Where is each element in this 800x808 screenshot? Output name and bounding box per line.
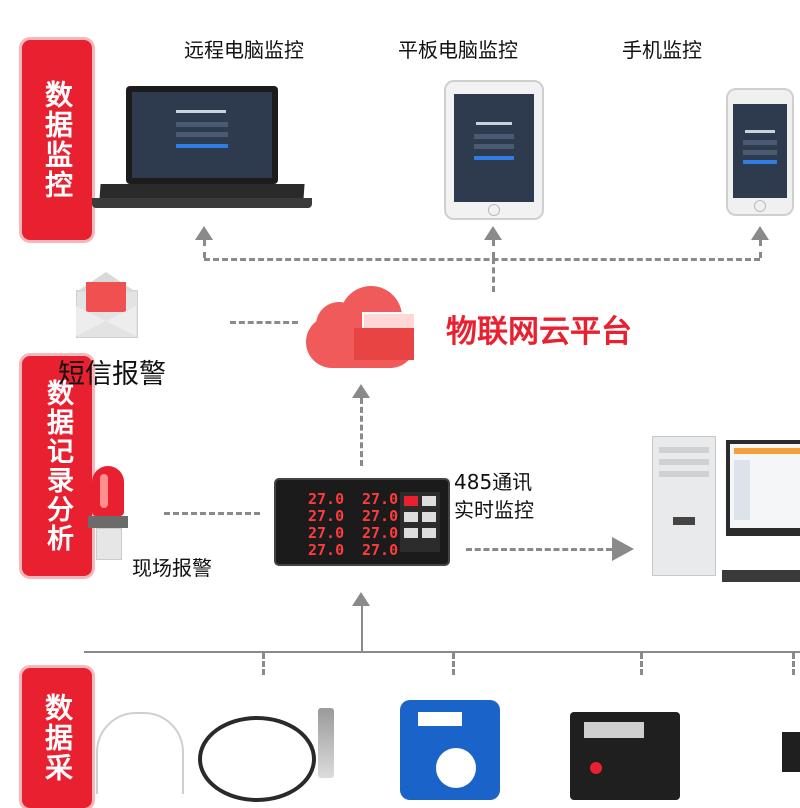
wire-sensor-icon: [96, 712, 184, 794]
top-connector-line: [204, 258, 760, 261]
reading-4: 27.0: [362, 507, 399, 525]
tablet-label: 平板电脑监控: [398, 38, 518, 62]
reading-8: 27.0: [362, 541, 399, 559]
section-tab-collect: 数据采: [22, 668, 92, 808]
reading-2: 27.0: [362, 490, 399, 508]
sensor-drop-4: [792, 653, 795, 675]
current-sensor-icon: [400, 700, 500, 800]
beacon-connector-line: [164, 512, 260, 515]
controller-device: 27.0 27.0 27.0 27.0 27.0 27.0 27.0 27.0: [276, 480, 448, 564]
reading-1: 27.0: [308, 490, 345, 508]
cloud-icon: [296, 282, 426, 374]
partial-sensor-icon: [782, 732, 800, 772]
section-tab-monitor: 数据监控: [22, 40, 92, 240]
sensor-bus-line: [84, 651, 800, 653]
connector-to-tablet: [492, 240, 495, 258]
connector-to-laptop: [203, 240, 206, 258]
section-tab-record: 数据记录分析: [22, 356, 92, 576]
sensor-drop-1: [262, 653, 265, 675]
phone-icon: [726, 88, 794, 216]
comm-line2-label: 实时监控: [454, 498, 534, 522]
transmitter-module-icon: [570, 712, 680, 800]
cloud-platform-label: 物联网云平台: [446, 314, 632, 350]
arrow-up-laptop-icon: [195, 226, 213, 240]
arrow-up-cloud-icon: [352, 384, 370, 398]
tablet-icon: [444, 80, 544, 220]
connector-to-phone: [759, 240, 762, 258]
remote-pc-label: 远程电脑监控: [184, 38, 304, 62]
reading-3: 27.0: [308, 507, 345, 525]
sms-alarm-label: 短信报警: [58, 359, 166, 390]
controller-keypad: [400, 492, 440, 552]
keyboard-icon: [722, 570, 800, 582]
sms-connector-line: [230, 321, 298, 324]
cable-sensor-icon: [198, 716, 316, 802]
reading-5: 27.0: [308, 524, 345, 542]
arrow-right-pc-icon: [612, 537, 634, 561]
alarm-beacon-icon: [88, 462, 128, 562]
laptop-icon: [92, 86, 312, 214]
connector-cloud-up: [492, 258, 495, 292]
phone-label: 手机监控: [622, 38, 702, 62]
reading-6: 27.0: [362, 524, 399, 542]
controller-to-pc-connector: [466, 548, 612, 551]
controller-to-cloud-connector: [360, 398, 363, 466]
arrow-up-controller-icon: [352, 592, 370, 606]
sms-envelope-icon: [76, 272, 138, 338]
sensor-drop-3: [640, 653, 643, 675]
arrow-up-phone-icon: [751, 226, 769, 240]
site-alarm-label: 现场报警: [132, 556, 212, 580]
probe-sensor-icon: [318, 708, 334, 778]
desktop-monitor-icon: [726, 440, 800, 536]
reading-7: 27.0: [308, 541, 345, 559]
comm-line1-label: 485通讯: [454, 470, 533, 494]
sensor-drop-2: [452, 653, 455, 675]
desktop-tower-icon: [652, 436, 716, 576]
bus-to-controller: [361, 606, 363, 652]
arrow-up-tablet-icon: [484, 226, 502, 240]
